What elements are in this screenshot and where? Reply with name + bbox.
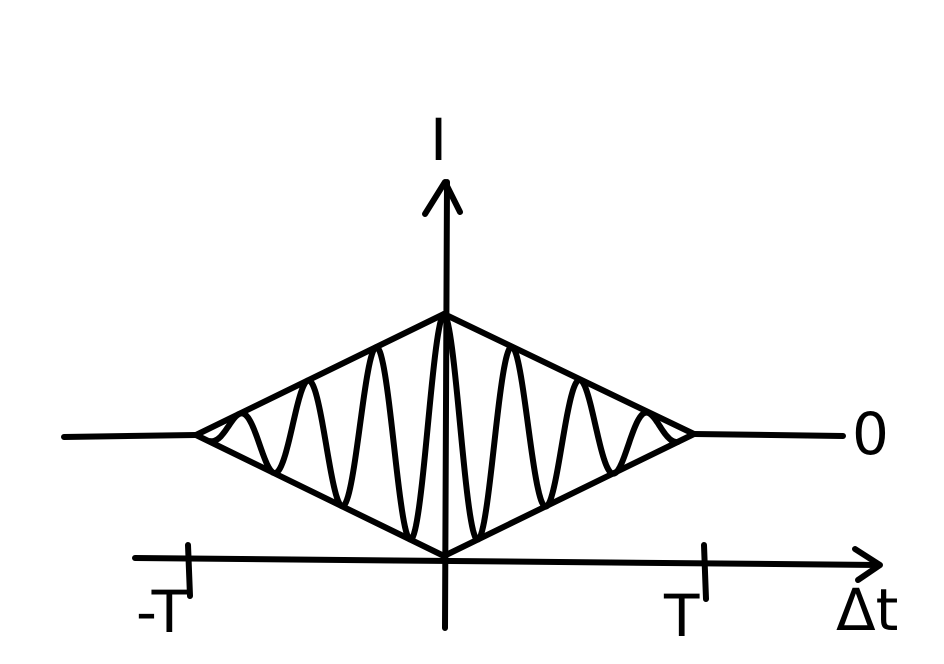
x-axis-line xyxy=(132,555,881,568)
baseline-value-label: 0 xyxy=(852,400,889,468)
x-axis-label: Δt xyxy=(836,576,898,644)
y-axis-line xyxy=(442,179,450,631)
baseline-left xyxy=(61,432,199,440)
y-axis-label: I xyxy=(430,106,447,174)
right-tick-mark xyxy=(701,542,709,602)
x-axis-arrowhead xyxy=(852,546,883,583)
interference-fringes xyxy=(207,311,681,543)
left-tick-mark xyxy=(185,542,193,599)
envelope-lower-left xyxy=(193,432,447,559)
y-axis-arrowhead xyxy=(422,179,463,217)
right-tick-label: T xyxy=(663,582,700,650)
left-tick-label: -T xyxy=(136,578,188,646)
baseline-right xyxy=(691,431,846,439)
envelope-lower-right xyxy=(441,431,697,559)
